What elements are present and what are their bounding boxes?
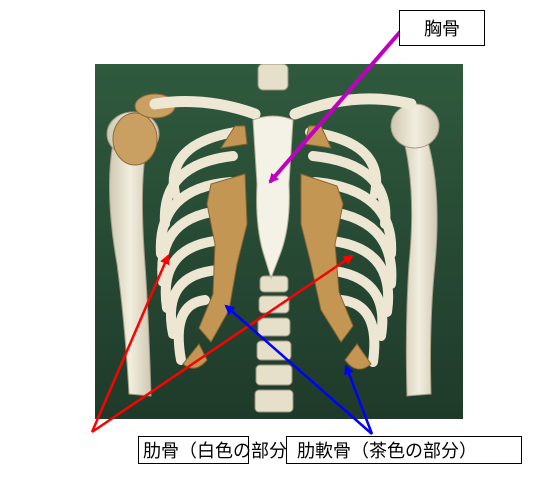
sternum-arrow bbox=[270, 32, 400, 182]
costal-cartilage-label: 肋軟骨（茶色の部分） bbox=[286, 436, 522, 464]
sternum-label: 胸骨 bbox=[399, 10, 485, 46]
cartilage-arrow-left bbox=[226, 306, 372, 434]
sternum-label-text: 胸骨 bbox=[424, 15, 460, 41]
rib-label-text: 肋骨（白色の部分） bbox=[143, 437, 305, 463]
costal-cartilage-label-text: 肋軟骨（茶色の部分） bbox=[297, 437, 477, 463]
rib-label: 肋骨（白色の部分） bbox=[138, 436, 249, 464]
